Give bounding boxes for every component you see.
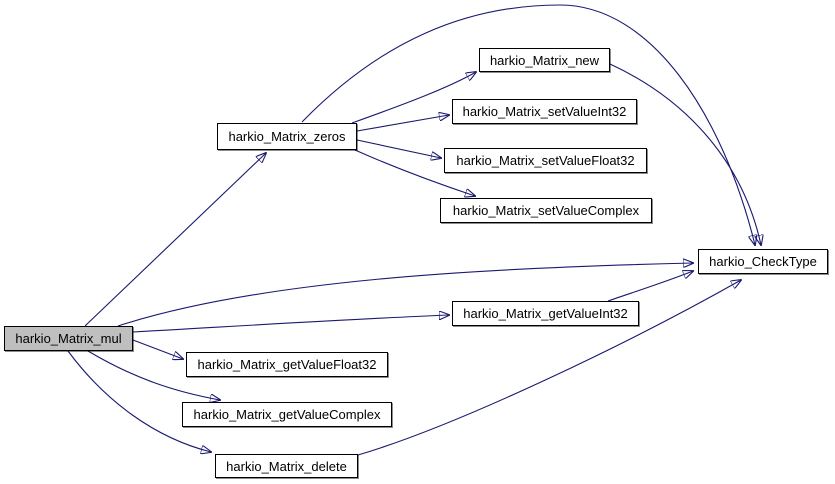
edge-mul-to-getvaluefloat32 bbox=[132, 339, 183, 359]
edge-mul-to-getvalueint32 bbox=[132, 315, 449, 333]
edge-getvalueint32-to-checktype bbox=[607, 271, 693, 302]
edge-zeros-to-new bbox=[351, 72, 476, 124]
edge-zeros-to-setvaluefloat32 bbox=[356, 139, 441, 158]
node-harkio-matrix-getvaluecomplex[interactable]: harkio_Matrix_getValueComplex bbox=[182, 402, 392, 427]
node-harkio-matrix-new[interactable]: harkio_Matrix_new bbox=[479, 48, 610, 72]
node-harkio-matrix-setvaluecomplex[interactable]: harkio_Matrix_setValueComplex bbox=[440, 198, 652, 223]
node-harkio-matrix-setvaluefloat32[interactable]: harkio_Matrix_setValueFloat32 bbox=[444, 148, 647, 173]
node-harkio-matrix-setvalueint32[interactable]: harkio_Matrix_setValueInt32 bbox=[452, 99, 637, 124]
edge-new-to-checktype bbox=[609, 63, 761, 245]
node-harkio-matrix-delete[interactable]: harkio_Matrix_delete bbox=[215, 454, 358, 478]
node-harkio-matrix-getvaluefloat32[interactable]: harkio_Matrix_getValueFloat32 bbox=[186, 352, 388, 377]
edge-mul-to-checktype bbox=[117, 263, 693, 327]
edge-mul-to-delete bbox=[67, 350, 211, 452]
node-harkio-matrix-getvalueint32[interactable]: harkio_Matrix_getValueInt32 bbox=[452, 301, 639, 326]
edge-zeros-to-checktype bbox=[301, 4, 755, 245]
edge-mul-to-getvaluecomplex bbox=[87, 350, 220, 400]
edge-zeros-to-setvaluecomplex bbox=[354, 149, 475, 196]
node-harkio-matrix-mul[interactable]: harkio_Matrix_mul bbox=[4, 326, 133, 351]
edge-delete-to-checktype bbox=[357, 280, 741, 456]
edge-mul-to-zeros bbox=[84, 153, 266, 327]
node-harkio-matrix-zeros[interactable]: harkio_Matrix_zeros bbox=[217, 123, 357, 150]
edge-zeros-to-setvalueint32 bbox=[356, 115, 449, 132]
node-harkio-checktype[interactable]: harkio_CheckType bbox=[698, 249, 828, 274]
